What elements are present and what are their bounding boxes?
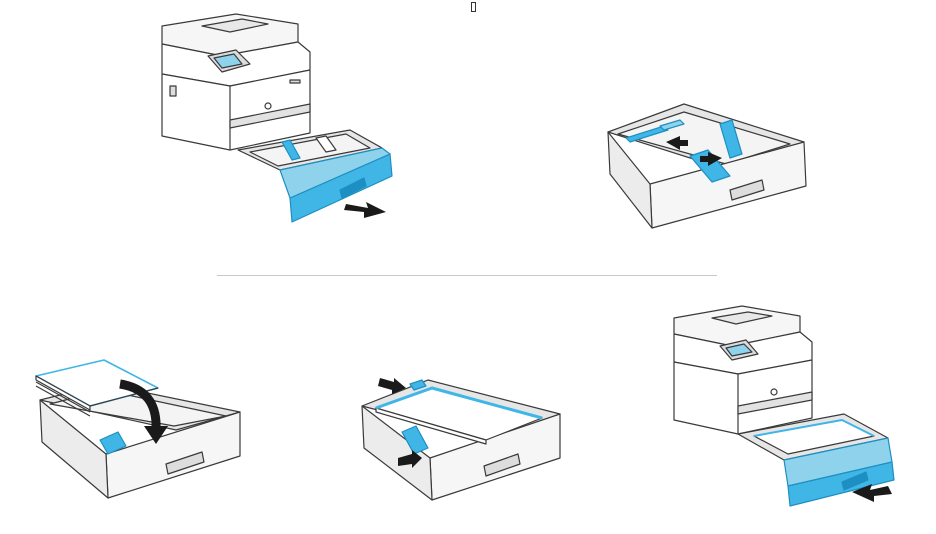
step-2-illustration <box>604 102 810 230</box>
step-3-illustration <box>34 359 244 500</box>
paper-load-icon <box>35 359 241 499</box>
section-divider <box>217 275 717 276</box>
printer-tray-open-icon <box>161 13 393 223</box>
step-5-illustration <box>666 302 898 508</box>
step-4-illustration <box>358 374 564 502</box>
top-marker-icon <box>471 2 476 12</box>
paper-guides-adjust-icon <box>361 378 561 501</box>
tray-guides-slide-icon <box>607 103 807 229</box>
printer-tray-close-icon <box>673 305 895 507</box>
step-1-illustration <box>150 8 400 230</box>
